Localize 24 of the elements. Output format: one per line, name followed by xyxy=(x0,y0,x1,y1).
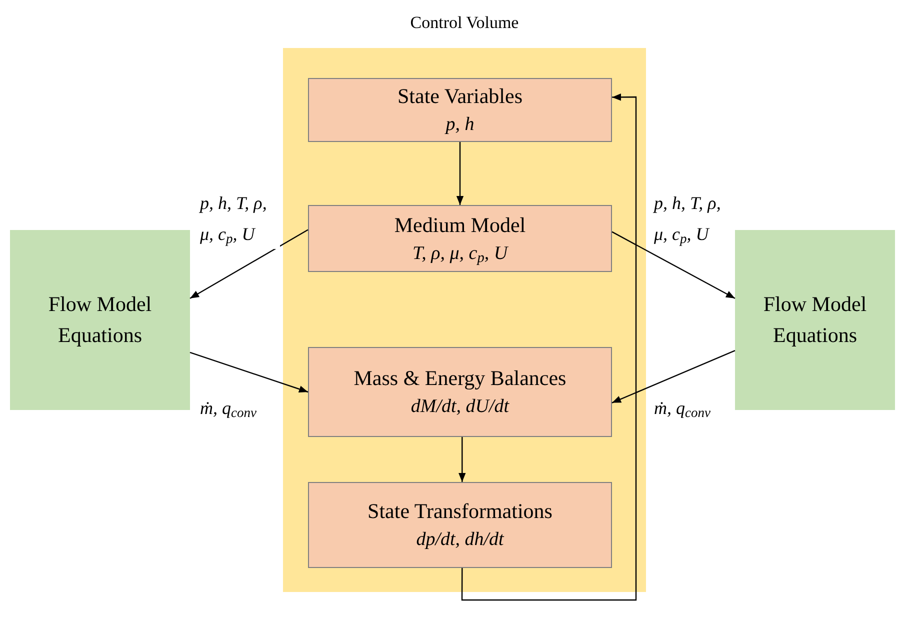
arrow xyxy=(458,437,466,482)
box-title: Flow Model Equations xyxy=(762,290,868,349)
box-title: Mass & Energy Balances xyxy=(354,365,566,392)
arrow xyxy=(612,231,736,299)
formula: dM/dt, dU/dt xyxy=(410,395,510,419)
box-title: State Transformations xyxy=(368,498,552,524)
box-title: Medium Model xyxy=(394,212,526,238)
formula: p, h xyxy=(446,113,474,137)
arrow xyxy=(190,229,308,299)
arrow xyxy=(612,350,736,404)
formula: T, ρ, μ, c$_{p}$, U xyxy=(412,242,508,266)
arrow xyxy=(461,94,637,601)
process-box xyxy=(308,78,612,142)
arrow xyxy=(190,352,308,393)
band-title: Control Volume xyxy=(409,12,520,34)
model-box xyxy=(10,230,190,410)
arrow xyxy=(456,142,464,205)
process-box xyxy=(308,347,612,437)
formula: dp/dt, dh/dt xyxy=(416,528,504,552)
box-title: Flow Model Equations xyxy=(47,290,153,349)
model-box xyxy=(735,230,895,410)
process-box xyxy=(308,482,612,568)
box-title: State Variables xyxy=(398,83,522,110)
process-box xyxy=(308,205,612,272)
